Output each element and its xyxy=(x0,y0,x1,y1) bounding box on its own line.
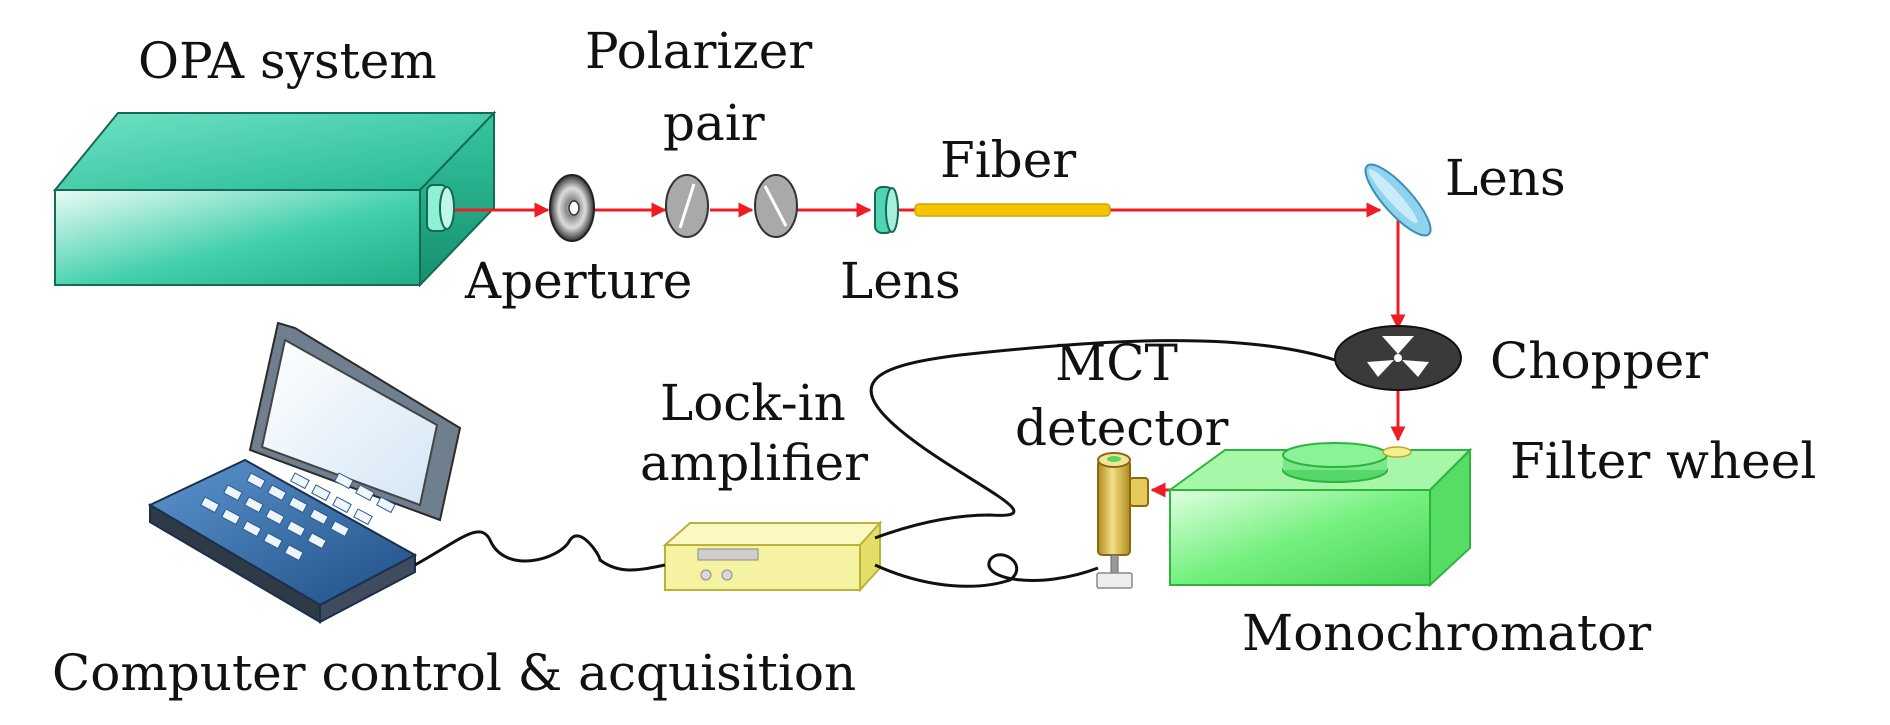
label-monochromator: Monochromator xyxy=(1242,604,1651,662)
label-chopper: Chopper xyxy=(1490,332,1708,390)
label-filter-wheel: Filter wheel xyxy=(1510,432,1816,490)
polarizer-pair xyxy=(665,174,798,238)
label-fiber: Fiber xyxy=(940,131,1076,189)
label-aperture: Aperture xyxy=(464,252,692,310)
label-computer: Computer control & acquisition xyxy=(52,644,856,702)
laptop-computer xyxy=(147,321,462,624)
mct-detector xyxy=(1096,452,1149,589)
label-mct-line2: detector xyxy=(1015,399,1228,457)
label-lockin-line1: Lock-in xyxy=(660,374,846,432)
label-polarizer-line2: pair xyxy=(663,94,765,152)
filter-wheel xyxy=(1282,442,1412,483)
lock-in-amplifier xyxy=(662,520,883,593)
chopper xyxy=(1334,325,1462,391)
label-opa-system: OPA system xyxy=(138,32,437,90)
aperture xyxy=(549,174,595,242)
monochromator-box xyxy=(1166,447,1473,588)
signal-cables xyxy=(414,339,1336,588)
lens-right xyxy=(1364,163,1432,237)
label-lockin-line2: amplifier xyxy=(640,434,868,492)
label-lens-right: Lens xyxy=(1445,149,1566,207)
label-mct-line1: MCT xyxy=(1055,334,1178,392)
label-lens-left: Lens xyxy=(840,252,961,310)
label-polarizer-line1: Polarizer xyxy=(585,22,812,80)
fiber xyxy=(914,203,1111,217)
lens-left xyxy=(874,186,899,234)
opa-system-box xyxy=(52,110,497,288)
